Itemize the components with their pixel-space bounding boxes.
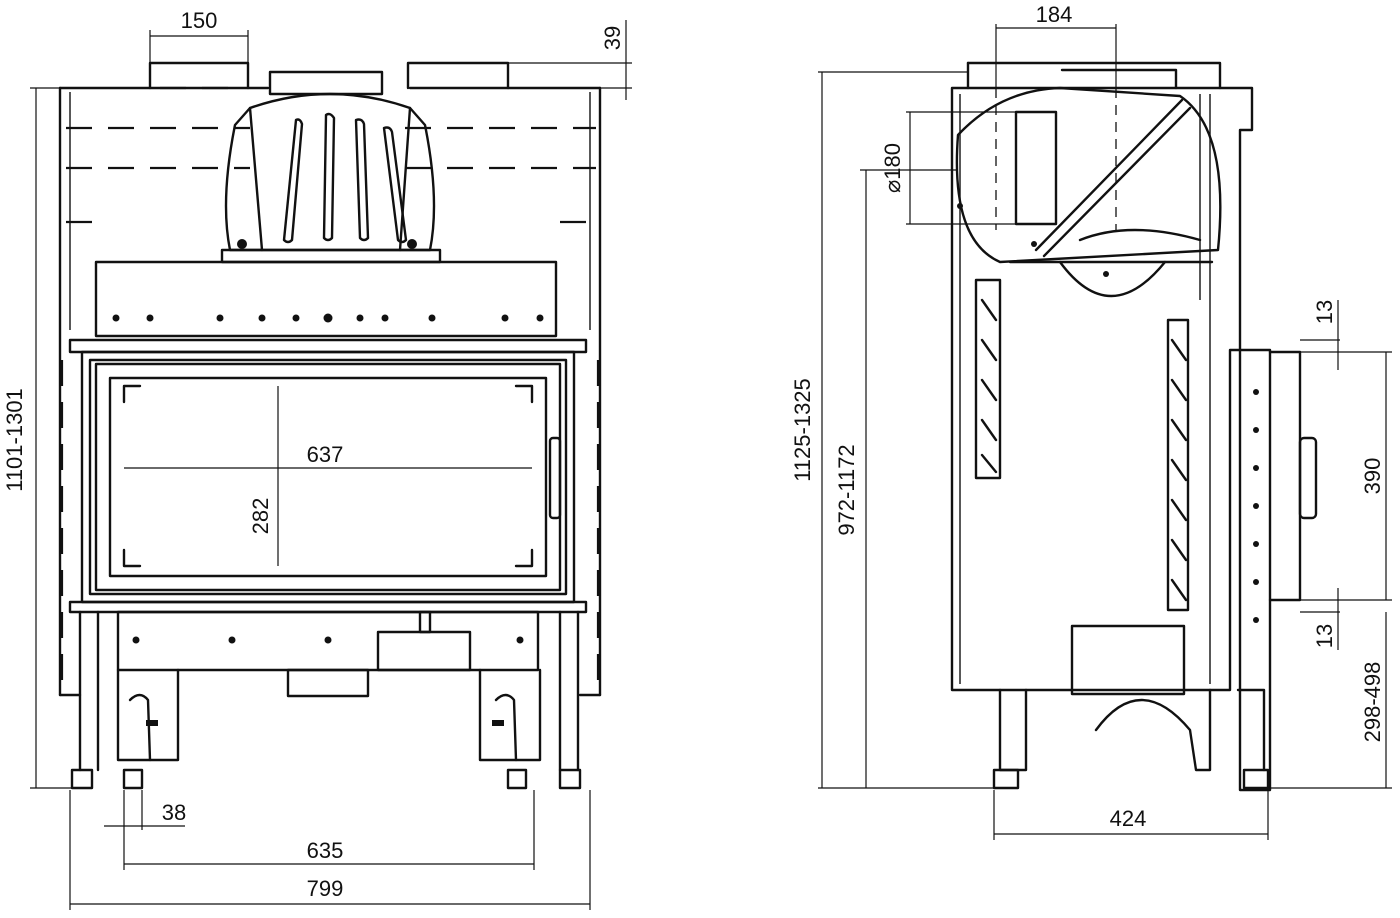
front-glass-height-label: 282: [248, 498, 273, 535]
side-door-gap-bottom-label: 13: [1312, 624, 1337, 648]
side-ash-box: [1070, 624, 1186, 696]
front-top-outlet-stubs: [148, 61, 510, 90]
front-glass-dimensions: [124, 386, 532, 566]
side-door-gap-top-label: 13: [1312, 300, 1337, 324]
side-flue-diameter-label: ⌀180: [880, 143, 905, 193]
side-total-height-label: 1125-1325: [790, 378, 815, 482]
side-door-profile: [1236, 348, 1318, 792]
front-view: 150 39 1101-1301 637 282 38 635 799: [2, 8, 632, 910]
front-lower-body: [116, 610, 540, 698]
side-view: 184 ⌀180 1125-1325 972-1172 13 390 13 29…: [790, 2, 1392, 840]
side-flue-deflector: [955, 86, 1222, 297]
side-ribs: [974, 278, 1190, 612]
side-top-outlet-depth-label: 184: [1036, 2, 1073, 27]
side-body: [950, 61, 1254, 692]
side-total-depth-label: 424: [1110, 806, 1147, 831]
side-door-bottom-height-label: 298-498: [1360, 662, 1385, 743]
front-total-width-label: 799: [307, 876, 344, 901]
front-housing: [58, 86, 602, 697]
side-dimension-lines: [818, 24, 1392, 840]
front-glass-width-label: 637: [307, 442, 344, 467]
side-outlet-height-label: 972-1172: [834, 444, 859, 535]
side-door-height-label: 390: [1360, 458, 1385, 495]
front-top-outlet-width-label: 150: [181, 8, 218, 33]
side-legs: [992, 688, 1270, 790]
front-leg-spacing-label: 635: [307, 838, 344, 863]
front-legs: [70, 610, 582, 790]
front-top-offset-label: 39: [600, 26, 625, 50]
front-leg-width-label: 38: [162, 800, 186, 825]
front-flue-collar: [220, 70, 442, 264]
front-total-height-label: 1101-1301: [2, 388, 27, 492]
front-dimension-lines: [30, 20, 632, 910]
front-upper-body: [94, 260, 558, 338]
front-door-frame: [68, 338, 588, 614]
